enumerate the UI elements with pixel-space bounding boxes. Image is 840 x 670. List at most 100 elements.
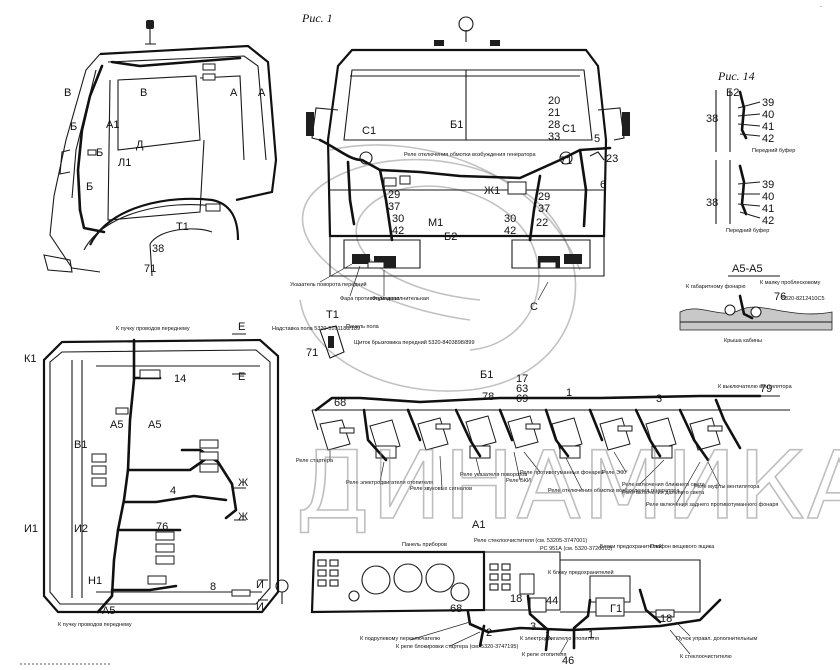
svg-text:И2: И2 [74, 523, 88, 535]
svg-text:Панель пола: Панель пола [346, 324, 380, 330]
svg-text:К габаритному фонарю: К габаритному фонарю [686, 284, 746, 290]
svg-text:К подрулевому переключателю: К подрулевому переключателю [360, 636, 440, 642]
svg-text:Б2: Б2 [726, 87, 739, 99]
svg-text:К реле отопителя: К реле отопителя [522, 652, 567, 658]
corner-mark: - [820, 4, 822, 10]
roof-view-labels: К1 Е Е 14 А5 А5 В1 Ж Ж И1 И2 76 Н1 А5 8 … [24, 321, 264, 628]
svg-text:Рис. 14: Рис. 14 [717, 69, 755, 83]
svg-text:30: 30 [392, 213, 404, 225]
svg-text:3: 3 [656, 393, 662, 405]
svg-text:Щиток брызговика передний 5320: Щиток брызговика передний 5320-8403898/8… [354, 339, 475, 346]
svg-text:Реле отключения обмотки возбуж: Реле отключения обмотки возбуждения гене… [548, 488, 680, 494]
svg-text:Реле стартера: Реле стартера [296, 458, 334, 464]
svg-text:И1: И1 [24, 523, 38, 535]
svg-text:41: 41 [762, 121, 774, 133]
svg-text:18: 18 [660, 613, 672, 625]
svg-text:Плафон вещевого ящика: Плафон вещевого ящика [650, 544, 715, 550]
beacon-icon [146, 20, 154, 29]
svg-text:Ж1: Ж1 [484, 185, 500, 197]
svg-text:30: 30 [504, 213, 516, 225]
svg-text:68: 68 [334, 397, 346, 409]
svg-text:Указатель поворота передний: Указатель поворота передний [290, 281, 367, 288]
svg-text:68: 68 [450, 603, 462, 615]
svg-text:Реле электродвигателя отопител: Реле электродвигателя отопителя [346, 480, 433, 486]
svg-text:Реле ЭФУ: Реле ЭФУ [602, 470, 628, 476]
figure-title: Рис. 1 [301, 11, 333, 25]
svg-text:Крыша кабины: Крыша кабины [724, 338, 762, 344]
svg-text:20: 20 [548, 95, 560, 107]
svg-text:Фара противотуманная: Фара противотуманная [340, 296, 399, 302]
svg-text:Т1: Т1 [326, 309, 339, 321]
svg-text:С1: С1 [562, 123, 576, 135]
svg-text:4: 4 [170, 485, 176, 497]
svg-text:Б: Б [96, 147, 103, 159]
svg-text:К пучку проводов переднему: К пучку проводов переднему [116, 326, 190, 332]
section-a5-a5: А5-А5 К габаритному фонарю К маяку пробл… [679, 263, 833, 344]
svg-text:Пучок управл. дополнительным: Пучок управл. дополнительным [676, 636, 757, 642]
svg-text:40: 40 [762, 109, 774, 121]
svg-text:37: 37 [538, 203, 550, 215]
svg-text:К пучку проводов переднему: К пучку проводов переднему [58, 622, 132, 628]
switch-grid [317, 559, 511, 591]
svg-text:69: 69 [516, 393, 528, 405]
svg-text:М1: М1 [428, 217, 443, 229]
svg-text:А5: А5 [110, 419, 123, 431]
svg-text:А: А [230, 87, 238, 99]
svg-text:38: 38 [706, 113, 718, 125]
svg-text:22: 22 [536, 217, 548, 229]
svg-text:14: 14 [174, 373, 186, 385]
svg-text:Реле включения ближнего света: Реле включения ближнего света [622, 482, 706, 488]
svg-text:К стеклоочистителю: К стеклоочистителю [680, 654, 732, 660]
svg-text:Г1: Г1 [610, 603, 622, 615]
svg-text:2: 2 [486, 627, 492, 639]
svg-text:1: 1 [566, 387, 572, 399]
svg-text:Реле включения дальнего света: Реле включения дальнего света [622, 490, 705, 496]
svg-text:Б: Б [70, 121, 77, 133]
svg-text:Б: Б [86, 181, 93, 193]
svg-text:Е: Е [238, 321, 245, 333]
svg-text:Реле муфты вентилятора: Реле муфты вентилятора [694, 484, 760, 490]
svg-text:39: 39 [762, 179, 774, 191]
svg-text:63: 63 [516, 383, 528, 395]
svg-text:38: 38 [152, 243, 164, 255]
svg-text:6: 6 [600, 179, 606, 191]
svg-text:Б2: Б2 [444, 231, 457, 243]
svg-text:Е: Е [238, 371, 245, 383]
svg-text:79: 79 [760, 383, 772, 395]
svg-text:В: В [140, 87, 147, 99]
svg-text:Передний буфер: Передний буфер [752, 147, 795, 154]
svg-text:42: 42 [392, 225, 404, 237]
svg-text:А1: А1 [472, 519, 485, 531]
svg-text:В: В [64, 87, 71, 99]
svg-text:И: И [256, 601, 264, 613]
svg-text:71: 71 [560, 155, 572, 167]
beacon-icon [458, 16, 474, 32]
svg-text:Реле стеклоочистителя (см. 532: Реле стеклоочистителя (см. 53205-3747001… [474, 538, 587, 544]
svg-text:Л1: Л1 [118, 157, 131, 169]
svg-text:РС 951А (см. 5320-3726010): РС 951А (см. 5320-3726010) [540, 546, 612, 552]
svg-text:А5: А5 [148, 419, 161, 431]
svg-text:Передний буфер: Передний буфер [726, 227, 769, 234]
svg-text:76: 76 [156, 521, 168, 533]
svg-text:Б1: Б1 [450, 119, 463, 131]
svg-text:В1: В1 [74, 439, 87, 451]
svg-text:41: 41 [762, 203, 774, 215]
svg-text:Ж: Ж [238, 477, 248, 489]
svg-text:71: 71 [306, 347, 318, 359]
svg-text:21: 21 [548, 107, 560, 119]
svg-text:А5: А5 [102, 605, 115, 617]
svg-text:39: 39 [762, 97, 774, 109]
instrument-panel [310, 550, 722, 652]
svg-text:1: 1 [588, 629, 594, 641]
svg-text:А5-А5: А5-А5 [732, 263, 763, 275]
svg-text:Реле БКИ: Реле БКИ [506, 478, 531, 484]
svg-text:42: 42 [762, 215, 774, 227]
svg-text:Реле звуковых сигналов: Реле звуковых сигналов [410, 486, 472, 492]
svg-text:К реле блокировки стартера (см: К реле блокировки стартера (см. 5320-374… [396, 644, 518, 650]
svg-text:К1: К1 [24, 353, 37, 365]
svg-text:3: 3 [530, 621, 536, 633]
svg-text:Панель приборов: Панель приборов [402, 542, 447, 548]
instrument-panel-labels: А1 68 18 44 Г1 1 18 2 3 46 Панель прибор… [360, 519, 757, 667]
svg-text:Блоки предохранителей: Блоки предохранителей [600, 543, 662, 550]
svg-text:К маяку проблесковому: К маяку проблесковому [760, 280, 821, 286]
